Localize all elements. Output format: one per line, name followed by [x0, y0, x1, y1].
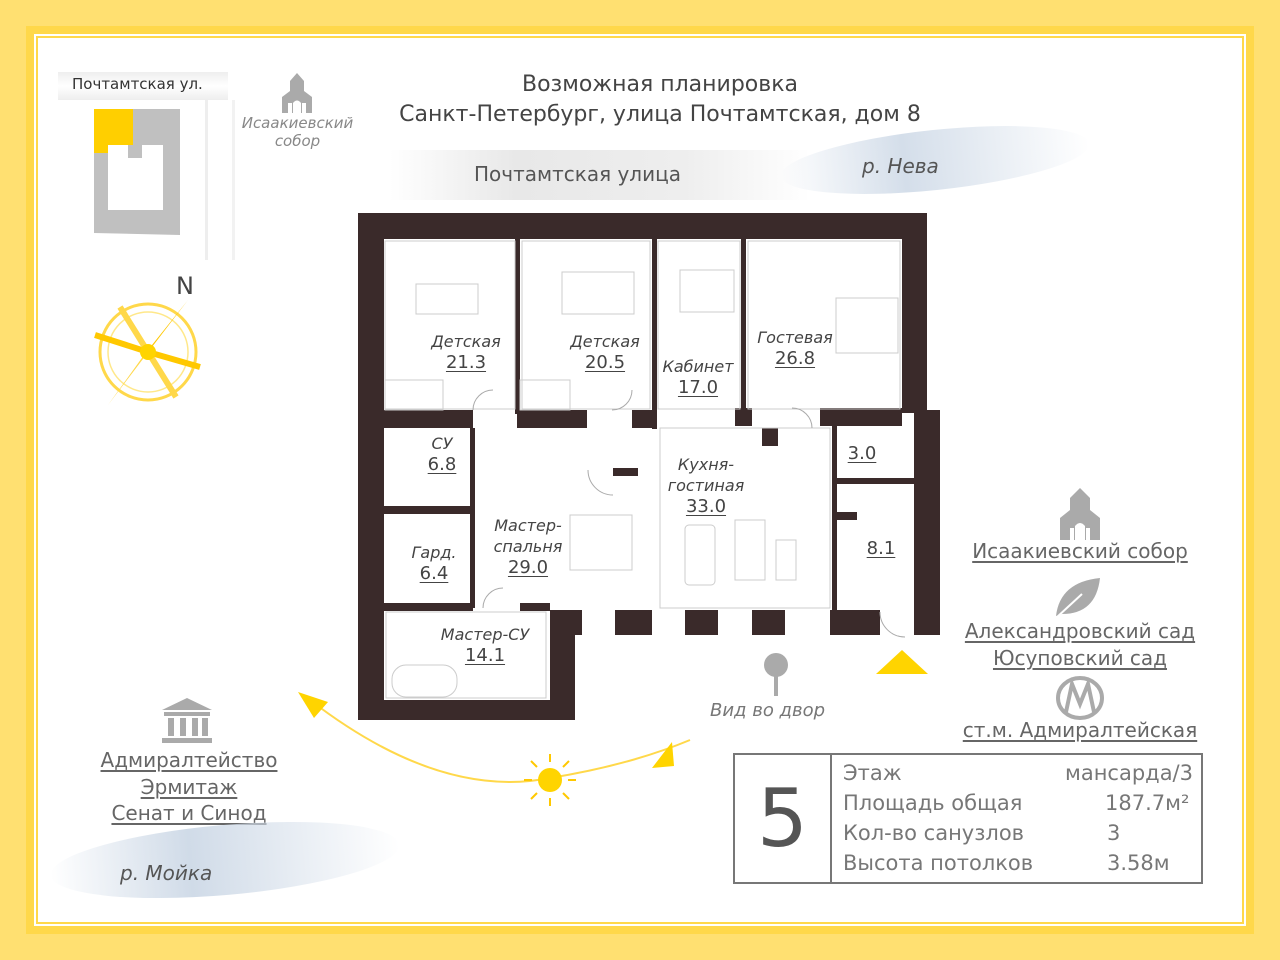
floor-number: 5 [735, 755, 832, 882]
north-label: N [176, 272, 194, 300]
room-wardrobe: Гард.6.4 [411, 543, 457, 584]
room-wc: 3.0 [847, 443, 877, 464]
building-minimap [94, 109, 180, 235]
link-hermitage[interactable]: Эрмитаж [140, 775, 238, 799]
title-line-1: Возможная планировка [522, 72, 798, 97]
sun-path [298, 692, 691, 783]
link-isaac-cathedral[interactable]: Исаакиевский собор [972, 539, 1188, 563]
landmark-cathedral-line2: собор [274, 132, 321, 150]
sun-icon [524, 754, 576, 806]
museum-icon [162, 698, 212, 743]
link-yusupov-garden[interactable]: Юсуповский сад [992, 646, 1168, 670]
divider [232, 100, 235, 260]
cathedral-icon [282, 73, 312, 113]
link-alexander-garden[interactable]: Александровский сад [964, 619, 1196, 643]
divider [205, 100, 208, 260]
street-band [58, 72, 228, 100]
landmark-cathedral-line1: Исаакиевский [241, 114, 354, 132]
link-metro-admiralteyskaya[interactable]: ст.м. Адмиралтейская [962, 718, 1198, 742]
street-label-top: Почтамтская улица [474, 162, 681, 186]
street-label-top-left: Почтамтская ул. [72, 75, 203, 93]
river-label-moika: р. Мойка [120, 861, 213, 885]
entrance-triangle-icon [876, 650, 928, 674]
river-label-neva: р. Нева [862, 154, 939, 178]
cathedral-icon [1060, 488, 1100, 540]
leaf-icon [1055, 578, 1100, 619]
street-band-top [390, 150, 810, 200]
map-pin-icon [764, 653, 788, 696]
view-label: Вид во двор [710, 700, 826, 721]
room-hall: 8.1 [866, 538, 896, 559]
link-admiralty[interactable]: Адмиралтейство [100, 748, 278, 772]
compass-rose-icon [94, 300, 201, 405]
title-line-2: Санкт-Петербург, улица Почтамтская, дом … [399, 102, 921, 127]
metro-icon [1056, 676, 1104, 720]
link-senate-synod[interactable]: Сенат и Синод [111, 801, 267, 825]
